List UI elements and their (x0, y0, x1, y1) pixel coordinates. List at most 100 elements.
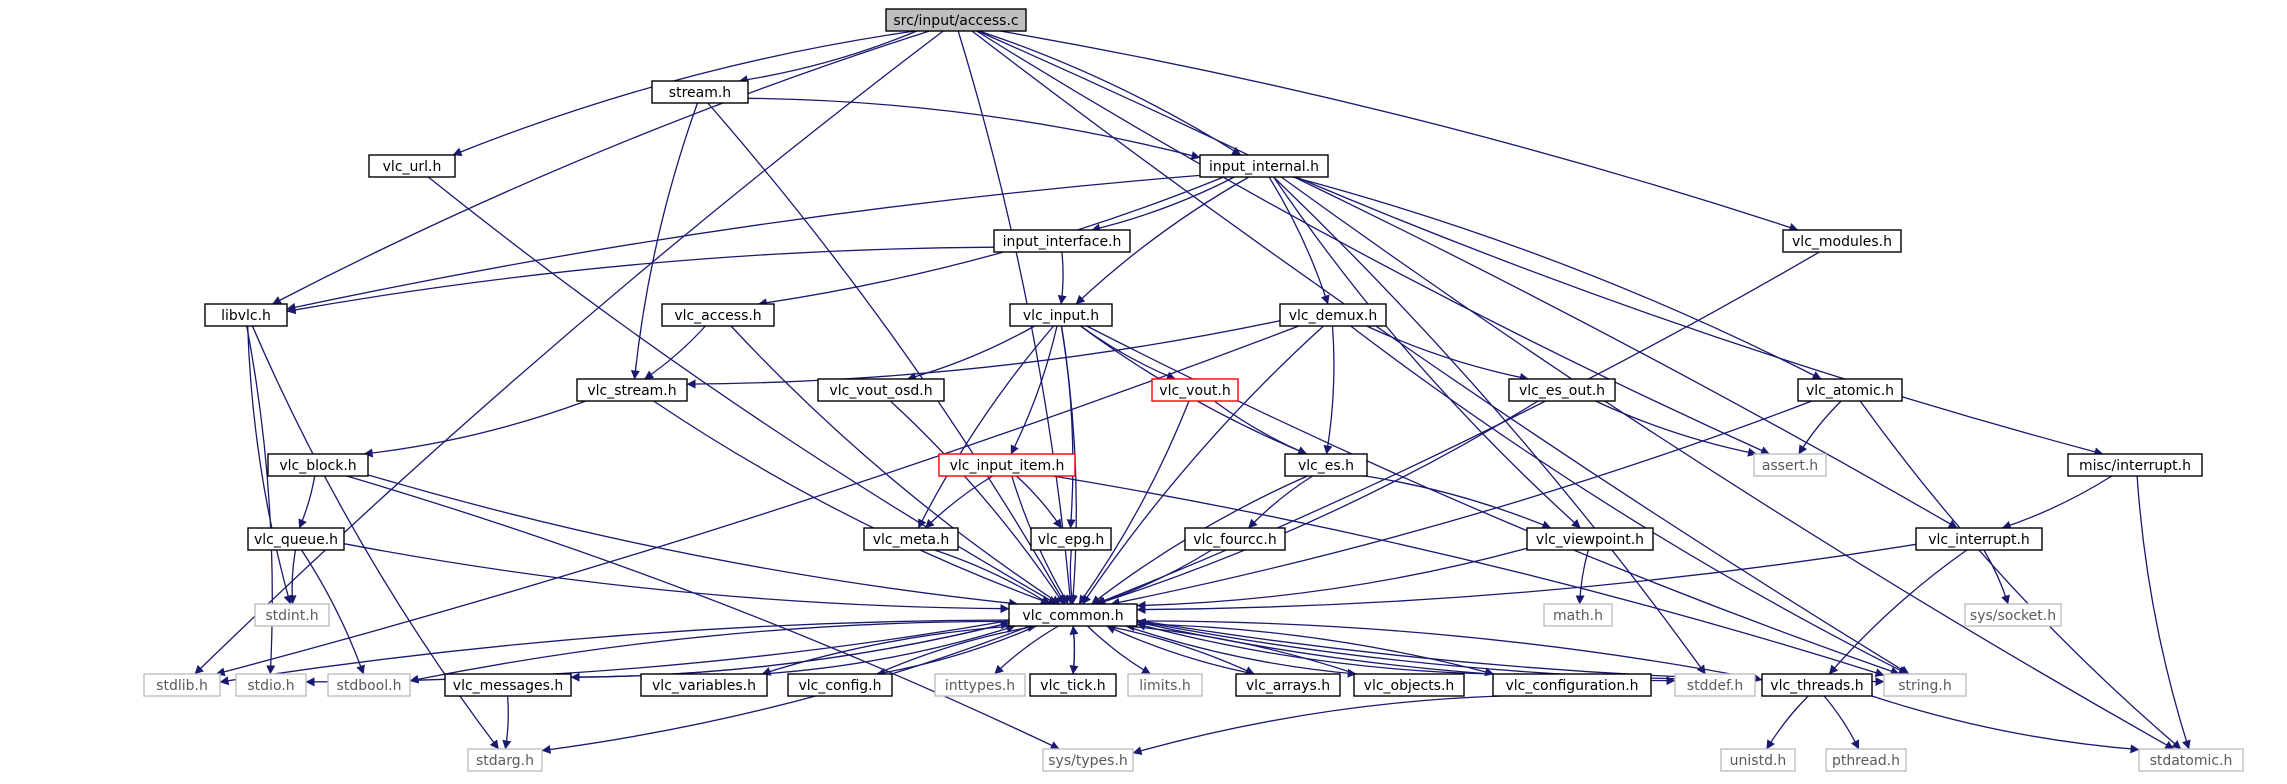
edge-line (1248, 475, 1313, 529)
edge-vlc_configuration_h-to-vlc_common_h (1136, 621, 1494, 675)
node-vlc-es-h[interactable]: vlc_es.h (1284, 453, 1368, 477)
node-vlc-interrupt-h[interactable]: vlc_interrupt.h (1915, 527, 2043, 551)
edge-vlc_common_h-to-vlc_arrays_h (1106, 625, 1255, 675)
node-label: vlc_objects.h (1364, 678, 1455, 694)
node-vlc-arrays-h[interactable]: vlc_arrays.h (1235, 673, 1341, 697)
edge-line (761, 624, 1016, 675)
edge-line (1075, 176, 1250, 305)
edge-line (1095, 251, 1820, 606)
node-vlc-vout-h[interactable]: vlc_vout.h (1151, 378, 1239, 402)
edge-line (1110, 400, 1813, 607)
node-vlc-vout-osd-h[interactable]: vlc_vout_osd.h (817, 378, 945, 402)
edge-line (541, 625, 1031, 754)
node-vlc-stream-h[interactable]: vlc_stream.h (576, 378, 688, 402)
node-box (1964, 603, 2062, 627)
edge-line (1983, 549, 2010, 605)
node-vlc-block-h[interactable]: vlc_block.h (267, 453, 369, 477)
edge-line (1106, 625, 1255, 675)
node-input-internal-h[interactable]: input_internal.h (1199, 154, 1329, 178)
edge-line (1125, 622, 1357, 675)
node-vlc-messages-h[interactable]: vlc_messages.h (444, 673, 572, 697)
node-box (247, 527, 345, 551)
node-vlc-input-h[interactable]: vlc_input.h (1009, 303, 1113, 327)
edge-vlc_vout_osd_h-to-vlc_common_h (889, 400, 1065, 605)
node-stdarg-h: stdarg.h (467, 748, 543, 772)
node-vlc-fourcc-h[interactable]: vlc_fourcc.h (1184, 527, 1286, 551)
node-label: src/input/access.c (893, 13, 1018, 29)
node-vlc-queue-h[interactable]: vlc_queue.h (247, 527, 345, 551)
edge-vlc_input_h-to-vlc_meta_h (917, 325, 1055, 529)
node-vlc-url-h[interactable]: vlc_url.h (368, 154, 456, 178)
edge-access_c-to-stream_h (738, 30, 918, 85)
node-label: limits.h (1139, 678, 1190, 694)
node-stream-h[interactable]: stream.h (651, 80, 749, 104)
node-vlc-atomic-h[interactable]: vlc_atomic.h (1797, 378, 1903, 402)
edge-stream_h-to-vlc_common_h (707, 102, 1066, 605)
node-box (1825, 748, 1907, 772)
edge-line (194, 30, 944, 675)
edge-line (924, 475, 994, 529)
node-vlc-es-out-h[interactable]: vlc_es_out.h (1508, 378, 1616, 402)
node-label: stdint.h (265, 608, 318, 624)
node-stdbool-h: stdbool.h (327, 673, 411, 697)
node-vlc-demux-h[interactable]: vlc_demux.h (1279, 303, 1387, 327)
edge-vlc_demux_h-to-vlc_es_h (1323, 325, 1335, 455)
edge-line (1136, 618, 1763, 681)
edge-vlc_common_h-to-stdarg_h (541, 625, 1031, 754)
node-box (661, 303, 775, 327)
edge-vlc_input_item_h-to-vlc_epg_h (1016, 475, 1063, 529)
edge-line (1292, 176, 1822, 380)
node-label: vlc_url.h (383, 159, 442, 175)
edge-line (1136, 547, 1528, 610)
node-label: vlc_stream.h (587, 383, 676, 399)
edge-input_internal_h-to-vlc_viewpoint_h (1273, 176, 1581, 529)
edge-vlc_access_h-to-vlc_common_h (730, 325, 1061, 605)
node-stddef-h: stddef.h (1674, 673, 1756, 697)
node-box (1761, 673, 1873, 697)
node-vlc-common-h[interactable]: vlc_common.h (1008, 603, 1138, 627)
node-box (1030, 527, 1112, 551)
edge-line (747, 97, 1201, 160)
node-access-c[interactable]: src/input/access.c (885, 8, 1027, 32)
edge-input_internal_h-to-stddef_h (1273, 176, 1706, 675)
edge-line (1067, 549, 1076, 605)
edge-line (1106, 625, 1255, 675)
node-vlc-config-h[interactable]: vlc_config.h (787, 673, 893, 697)
node-misc-interrupt-h[interactable]: misc/interrupt.h (2067, 453, 2203, 477)
node-box (787, 673, 893, 697)
node-vlc-input-item-h[interactable]: vlc_input_item.h (938, 453, 1076, 477)
node-label: unistd.h (1730, 753, 1787, 769)
node-vlc-tick-h[interactable]: vlc_tick.h (1029, 673, 1117, 697)
edge-line (219, 619, 1010, 686)
node-box (1353, 673, 1465, 697)
node-vlc-meta-h[interactable]: vlc_meta.h (863, 527, 959, 551)
node-box (204, 303, 288, 327)
edge-line (876, 625, 1037, 677)
edge-line (1080, 325, 1176, 380)
edge-line (1295, 176, 2104, 457)
node-vlc-viewpoint-h[interactable]: vlc_viewpoint.h (1526, 527, 1654, 551)
edge-line (917, 325, 1055, 529)
edge-line (1057, 251, 1067, 305)
node-vlc-objects-h[interactable]: vlc_objects.h (1353, 673, 1465, 697)
edge-vlc_es_h-to-vlc_viewpoint_h (1365, 475, 1552, 529)
node-input-interface-h[interactable]: input_interface.h (993, 229, 1131, 253)
node-label: vlc_threads.h (1770, 678, 1863, 694)
edge-line (1016, 475, 1063, 529)
node-vlc-variables-h[interactable]: vlc_variables.h (640, 673, 768, 697)
node-libvlc-h[interactable]: libvlc.h (204, 303, 288, 327)
node-vlc-epg-h[interactable]: vlc_epg.h (1030, 527, 1112, 551)
node-label: vlc_common.h (1022, 608, 1123, 624)
edge-vlc_common_h-to-stdio_h (305, 619, 1010, 687)
node-vlc-access-h[interactable]: vlc_access.h (661, 303, 775, 327)
node-box (1235, 673, 1341, 697)
edge-line (1273, 176, 1581, 529)
node-box (576, 378, 688, 402)
node-vlc-configuration-h[interactable]: vlc_configuration.h (1492, 673, 1652, 697)
node-vlc-modules-h[interactable]: vlc_modules.h (1782, 229, 1902, 253)
edge-line (1859, 400, 2182, 750)
node-vlc-threads-h[interactable]: vlc_threads.h (1761, 673, 1873, 697)
edge-vlc_threads_h-to-stdatomic_h (1871, 695, 2140, 754)
node-label: stdio.h (247, 678, 294, 694)
node-box (1883, 673, 1967, 697)
